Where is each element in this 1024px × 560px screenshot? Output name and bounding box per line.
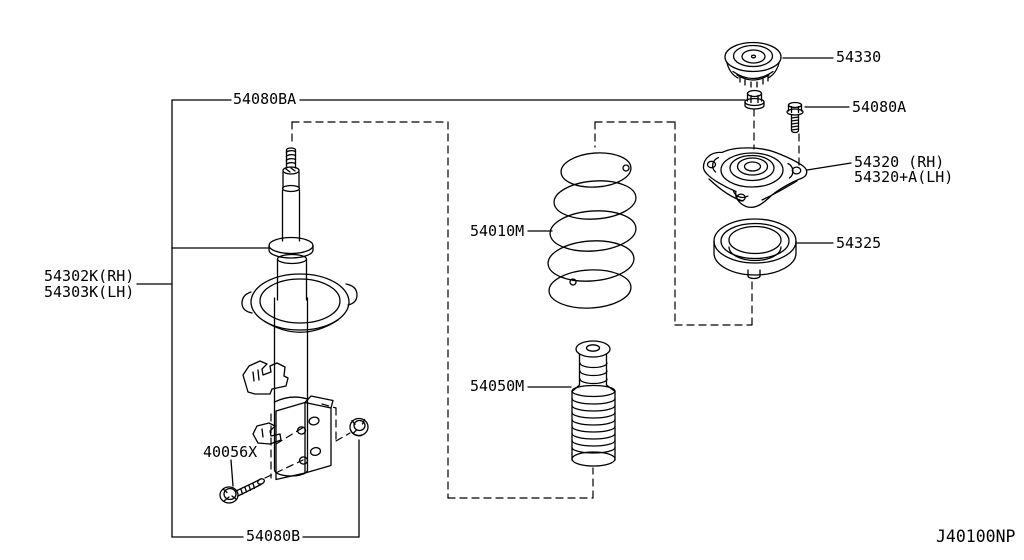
rod-nut[interactable] — [744, 89, 765, 110]
callout-54320-lh[interactable]: 54320+A(LH) — [854, 168, 954, 186]
assembly-guide-lines — [264, 108, 800, 499]
diagram-code: J40100NP — [936, 527, 1016, 546]
mount-bolt[interactable] — [786, 101, 804, 134]
callout-54325[interactable]: 54325 — [836, 234, 882, 252]
leader-lines — [136, 57, 852, 538]
callout-54080b[interactable]: 54080B — [246, 527, 301, 545]
coil-spring[interactable] — [547, 151, 638, 311]
callout-54320-rh[interactable]: 54320 (RH) — [854, 153, 945, 171]
callout-54302k[interactable]: 54302K(RH) — [44, 267, 135, 285]
callout-54080a[interactable]: 54080A — [852, 98, 907, 116]
callout-54330[interactable]: 54330 — [836, 48, 882, 66]
callout-54303k[interactable]: 54303K(LH) — [44, 283, 135, 301]
mount-cap[interactable] — [724, 41, 782, 88]
strut-shock-absorber[interactable] — [241, 147, 358, 481]
callout-54010m[interactable]: 54010M — [470, 222, 525, 240]
callout-54080ba[interactable]: 54080BA — [233, 90, 297, 108]
callout-54050m[interactable]: 54050M — [470, 377, 525, 395]
callout-40056x[interactable]: 40056X — [203, 443, 258, 461]
bracket-bolt[interactable] — [219, 478, 265, 504]
strut-mount[interactable] — [702, 147, 808, 208]
bracket-nut[interactable] — [349, 417, 369, 437]
bearing-seat[interactable] — [713, 218, 797, 280]
dust-boot[interactable] — [571, 340, 616, 467]
